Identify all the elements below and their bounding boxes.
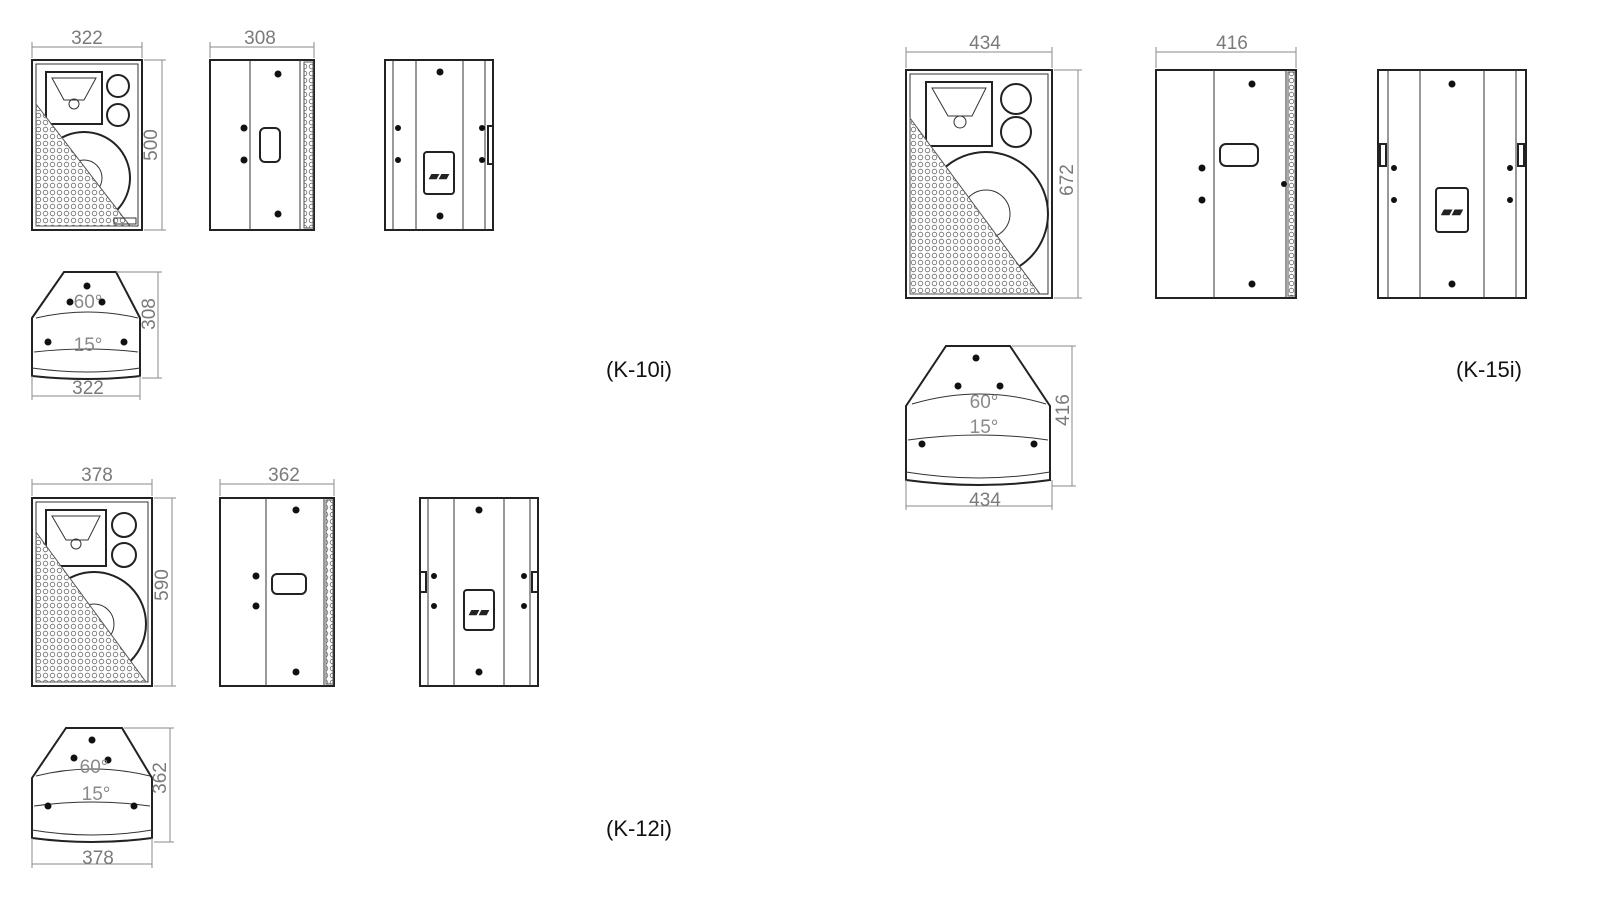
k10i-top-view: 60° 15° — [31, 271, 141, 380]
k12i-angle-horizontal: 60° — [80, 757, 109, 778]
k15i-rear-view: ▰▰ — [1377, 69, 1527, 299]
k10i-group: 322 500 308 — [31, 28, 672, 400]
k15i-angle-horizontal: 60° — [970, 392, 999, 413]
k10i-front-width-value: 322 — [71, 28, 103, 49]
k12i-front-height-dim: 590 — [152, 497, 176, 687]
k15i-group: 434 672 416 — [905, 33, 1527, 511]
k15i-side-depth-dim: 416 — [1155, 33, 1297, 68]
k10i-top-width-dim: 322 — [31, 376, 141, 400]
k12i-top-depth-dim: 362 — [124, 727, 174, 843]
k15i-top-width-value: 434 — [969, 490, 1001, 511]
k12i-side-depth-dim: 362 — [219, 465, 335, 496]
k12i-side-depth-value: 362 — [268, 465, 300, 486]
k10i-side-view — [209, 59, 315, 231]
k15i-top-view: 60° 15° — [905, 345, 1051, 486]
k10i-angle-vertical: 15° — [74, 335, 103, 356]
k10i-side-depth-value: 308 — [244, 28, 276, 49]
k12i-top-depth-value: 362 — [150, 762, 171, 794]
k10i-side-depth-dim: 308 — [209, 28, 315, 58]
k12i-front-width-dim: 378 — [31, 465, 153, 496]
svg-text:▰▰: ▰▰ — [468, 604, 490, 619]
k15i-side-view — [1155, 69, 1297, 299]
k10i-front-view — [31, 59, 143, 231]
k10i-front-height-value: 500 — [141, 129, 162, 161]
k15i-front-view — [905, 69, 1053, 299]
svg-text:▰▰: ▰▰ — [428, 168, 450, 183]
k12i-group: 378 590 362 — [31, 465, 672, 869]
k15i-top-width-dim: 434 — [905, 480, 1053, 511]
k12i-side-view — [219, 497, 335, 687]
k10i-rear-view: ▰▰ — [384, 59, 494, 231]
k10i-front-width-dim: 322 — [31, 28, 143, 58]
k12i-front-view — [31, 497, 153, 687]
k10i-top-depth-value: 308 — [139, 298, 160, 330]
k12i-rear-view: ▰▰ — [419, 497, 539, 687]
k15i-front-height-dim: 672 — [1054, 69, 1082, 299]
k12i-top-width-dim: 378 — [31, 838, 153, 869]
k10i-model-label: (K-10i) — [606, 357, 672, 382]
k15i-front-height-value: 672 — [1057, 164, 1078, 196]
k15i-angle-vertical: 15° — [970, 417, 999, 438]
k15i-top-depth-value: 416 — [1053, 394, 1074, 426]
svg-text:▰▰: ▰▰ — [1440, 203, 1464, 219]
k15i-front-width-value: 434 — [969, 33, 1001, 54]
k12i-top-width-value: 378 — [82, 848, 114, 869]
k10i-angle-horizontal: 60° — [74, 292, 103, 313]
k12i-angle-vertical: 15° — [82, 784, 111, 805]
k10i-top-depth-dim: 308 — [116, 271, 162, 379]
k12i-model-label: (K-12i) — [606, 816, 672, 841]
k15i-model-label: (K-15i) — [1456, 357, 1522, 382]
k12i-front-height-value: 590 — [152, 569, 173, 601]
k15i-top-depth-dim: 416 — [1012, 345, 1076, 487]
k15i-side-depth-value: 416 — [1216, 33, 1248, 54]
k12i-front-width-value: 378 — [81, 465, 113, 486]
k10i-front-height-dim: 500 — [141, 59, 166, 231]
k10i-top-width-value: 322 — [72, 378, 104, 399]
k12i-top-view: 60° 15° — [31, 727, 153, 843]
k15i-front-width-dim: 434 — [905, 33, 1053, 68]
